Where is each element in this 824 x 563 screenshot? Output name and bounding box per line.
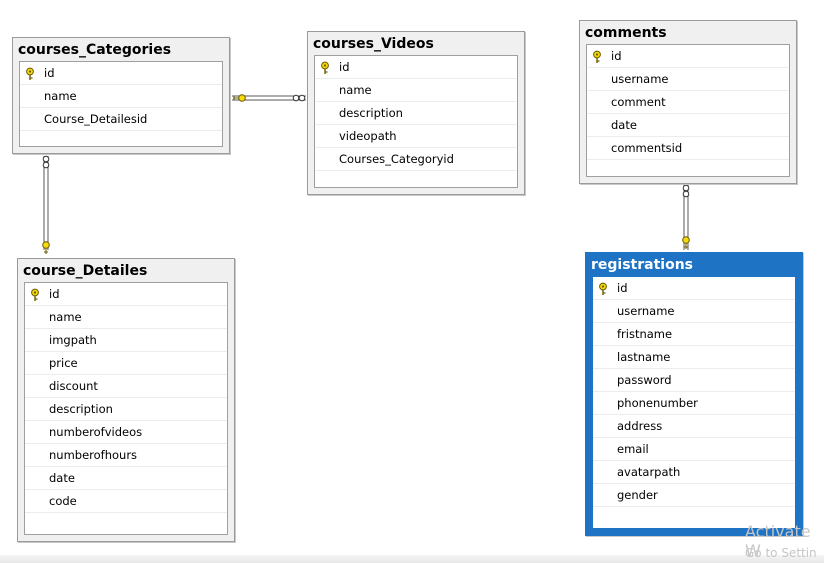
table-course-detailes[interactable]: course_Detailes id name imgpath price discou…	[17, 258, 235, 542]
primary-key-icon	[591, 49, 603, 63]
table-title: courses_Videos	[308, 32, 524, 54]
column-row[interactable]: id	[315, 56, 517, 79]
column-name: price	[49, 356, 78, 370]
column-row[interactable]: videopath	[315, 125, 517, 148]
column-row[interactable]: address	[593, 415, 795, 438]
column-name: name	[49, 310, 82, 324]
column-name: videopath	[339, 129, 397, 143]
column-row[interactable]: discount	[25, 375, 227, 398]
infinity-end-icon	[42, 155, 50, 169]
infinity-end-icon	[292, 94, 306, 102]
column-row[interactable]: description	[315, 102, 517, 125]
primary-key-icon	[24, 66, 36, 80]
key-end-icon	[233, 94, 246, 102]
infinity-end-icon	[682, 184, 690, 198]
column-row[interactable]: comment	[587, 91, 789, 114]
column-row[interactable]: fristname	[593, 323, 795, 346]
column-name: username	[617, 304, 675, 318]
column-name: description	[49, 402, 113, 416]
column-name: date	[611, 118, 637, 132]
column-row[interactable]: numberofhours	[25, 444, 227, 467]
column-row[interactable]: email	[593, 438, 795, 461]
column-name: lastname	[617, 350, 671, 364]
table-title: course_Detailes	[18, 259, 234, 281]
primary-key-icon	[29, 287, 41, 301]
column-row[interactable]: numberofvideos	[25, 421, 227, 444]
relationship-comments-registrations[interactable]	[682, 183, 690, 250]
column-name: discount	[49, 379, 98, 393]
column-row[interactable]: imgpath	[25, 329, 227, 352]
column-row[interactable]: id	[587, 45, 789, 68]
column-name: Course_Detailesid	[44, 112, 148, 126]
column-name: date	[49, 471, 75, 485]
column-row[interactable]: id	[25, 283, 227, 306]
key-end-icon	[682, 236, 690, 249]
column-row[interactable]: code	[25, 490, 227, 513]
column-row[interactable]: description	[25, 398, 227, 421]
column-row[interactable]: name	[20, 85, 222, 108]
column-row[interactable]: date	[25, 467, 227, 490]
column-name: numberofvideos	[49, 425, 143, 439]
column-row[interactable]: id	[20, 62, 222, 85]
column-name: avatarpath	[617, 465, 681, 479]
table-registrations[interactable]: registrations id username fristname lastnam…	[585, 252, 803, 536]
column-row[interactable]: date	[587, 114, 789, 137]
column-name: Courses_Categoryid	[339, 152, 454, 166]
column-list: id username fristname lastname password phone…	[592, 276, 796, 529]
column-name: id	[611, 49, 622, 63]
column-row[interactable]: phonenumber	[593, 392, 795, 415]
column-row[interactable]: username	[587, 68, 789, 91]
table-comments[interactable]: comments id username comment date commentsid	[579, 20, 797, 184]
column-row[interactable]: lastname	[593, 346, 795, 369]
column-row[interactable]: Courses_Categoryid	[315, 148, 517, 171]
column-name: id	[49, 287, 60, 301]
key-end-icon	[42, 241, 50, 254]
column-name: comment	[611, 95, 666, 109]
table-courses-videos[interactable]: courses_Videos id name description videopat…	[307, 31, 525, 195]
column-name: code	[49, 494, 77, 508]
table-title: registrations	[586, 253, 802, 275]
column-name: numberofhours	[49, 448, 138, 462]
column-name: name	[44, 89, 77, 103]
column-name: commentsid	[611, 141, 683, 155]
column-row[interactable]: name	[315, 79, 517, 102]
column-name: id	[339, 60, 350, 74]
column-name: id	[617, 281, 628, 295]
relationship-categories-videos[interactable]	[232, 94, 306, 102]
table-title: comments	[580, 21, 796, 43]
column-name: name	[339, 83, 372, 97]
activation-watermark-line2: Go to Settin	[745, 546, 817, 560]
column-row[interactable]: id	[593, 277, 795, 300]
column-row[interactable]: Course_Detailesid	[20, 108, 222, 131]
primary-key-icon	[319, 60, 331, 74]
column-name: email	[617, 442, 649, 456]
column-row[interactable]: avatarpath	[593, 461, 795, 484]
column-row[interactable]: gender	[593, 484, 795, 507]
primary-key-icon	[597, 281, 609, 295]
column-row[interactable]: name	[25, 306, 227, 329]
column-name: id	[44, 66, 55, 80]
horizontal-scrollbar[interactable]	[0, 555, 824, 563]
column-row[interactable]: price	[25, 352, 227, 375]
column-name: username	[611, 72, 669, 86]
column-list: id name imgpath price discount description num…	[24, 282, 228, 535]
relationship-categories-detailes[interactable]	[42, 155, 50, 254]
column-name: description	[339, 106, 403, 120]
column-list: id username comment date commentsid	[586, 44, 790, 177]
column-row[interactable]: username	[593, 300, 795, 323]
column-name: password	[617, 373, 672, 387]
activation-watermark-line1: Activate W	[745, 522, 811, 560]
column-name: gender	[617, 488, 658, 502]
table-title: courses_Categories	[13, 38, 229, 60]
column-row[interactable]: commentsid	[587, 137, 789, 160]
column-name: address	[617, 419, 663, 433]
column-row[interactable]: password	[593, 369, 795, 392]
column-name: fristname	[617, 327, 673, 341]
column-name: imgpath	[49, 333, 97, 347]
column-name: phonenumber	[617, 396, 698, 410]
